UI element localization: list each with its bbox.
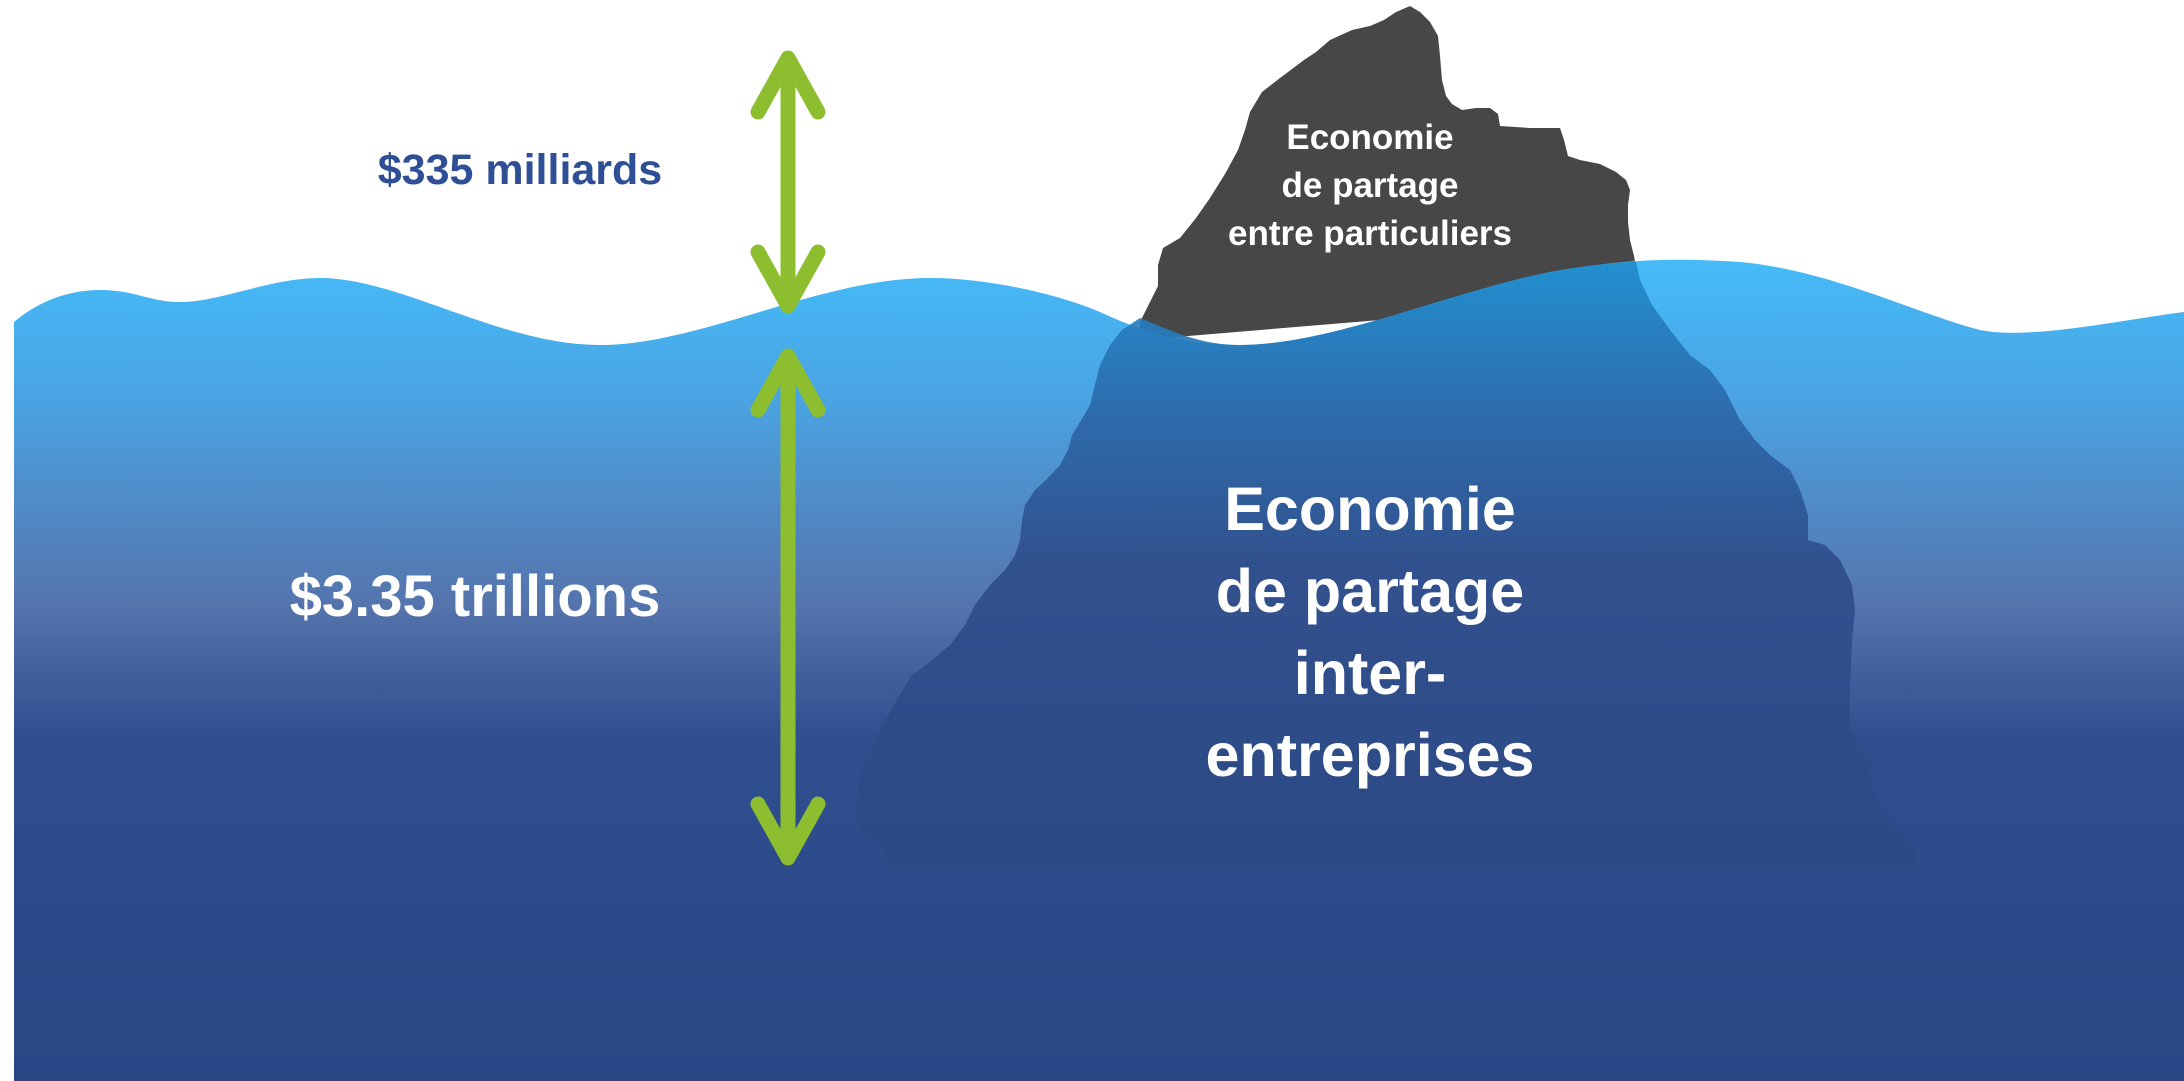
- upper-double-arrow: [750, 50, 826, 314]
- lower-double-arrow: [750, 348, 826, 866]
- iceberg-base-label: Economie de partage inter- entreprises: [1100, 468, 1640, 796]
- iceberg-tip-label: Economie de partage entre particuliers: [1170, 114, 1570, 258]
- base-label-line: de partage: [1215, 557, 1525, 625]
- tip-label-line: de partage: [1281, 166, 1459, 205]
- above-water-value-label: $335 milliards: [377, 146, 663, 194]
- base-label-line: Economie: [1224, 475, 1516, 543]
- tip-label-line: Economie: [1286, 118, 1454, 157]
- iceberg-tip: [1140, 6, 1636, 340]
- tip-label-line: entre particuliers: [1228, 214, 1512, 253]
- base-label-line: inter-: [1293, 639, 1447, 707]
- iceberg-submerged: [855, 262, 1918, 870]
- below-water-value-label: $3.35 trillions: [289, 564, 661, 629]
- base-label-line: entreprises: [1205, 721, 1535, 789]
